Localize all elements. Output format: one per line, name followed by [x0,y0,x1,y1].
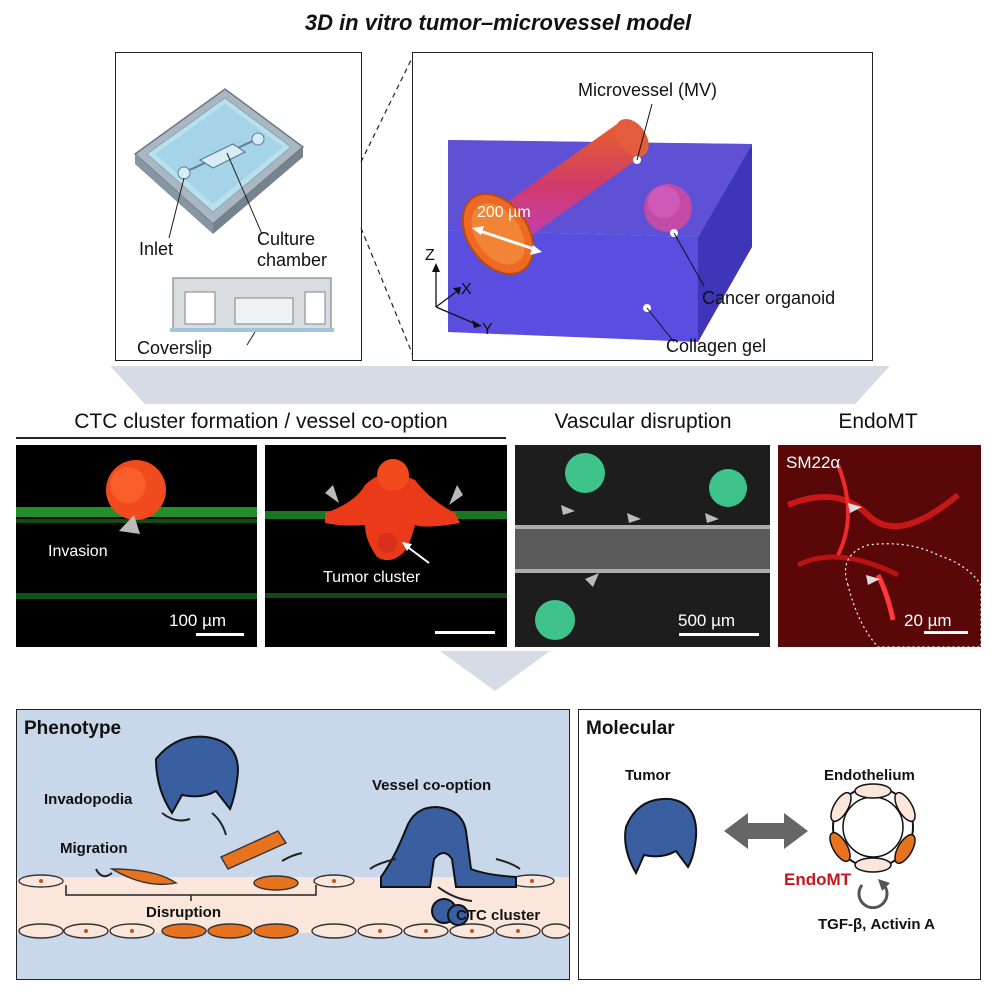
invasion-label: Invasion [48,543,108,560]
disruption-heading: Vascular disruption [554,410,732,433]
molecular-illustration [624,783,916,910]
microvessel-label: Microvessel (MV) [578,80,718,100]
phenotype-illustration [17,735,570,939]
organoid-label: Cancer organoid [702,288,836,308]
axis-z-label: Z [425,247,435,264]
factors-label: TGF-β, Activin A [818,916,935,933]
migration-label: Migration [60,840,128,857]
chamber-label: chamber [257,250,328,270]
axis-y-label: Y [482,321,493,338]
scale-bar-label-3: 500 µm [678,611,736,630]
micrograph-invasion: Invasion 100 µm [16,445,257,647]
transition-arrow-top [110,366,890,404]
disruption-label: Disruption [146,904,221,921]
culture-label: Culture [257,229,316,249]
axis-x-label: X [461,281,472,298]
gel-label: Collagen gel [666,336,767,356]
ctc-cluster-label: CTC cluster [456,907,541,924]
micrograph-co-option: Tumor cluster [265,445,507,647]
diameter-label: 200 µm [477,204,531,221]
scale-bar-label-1: 100 µm [169,611,227,630]
coverslip-label: Coverslip [137,338,213,358]
micrograph-endomt: SM22α 20 µm [778,445,981,647]
device-illustration [133,88,334,346]
transition-arrow-bottom [440,651,550,691]
stain-label: SM22α [786,453,841,472]
co-option-label: Vessel co-option [372,777,492,794]
endothelium-label: Endothelium [824,767,915,784]
endomt-heading: EndoMT [838,410,918,433]
inlet-label: Inlet [139,239,174,259]
invadopodia-label: Invadopodia [44,791,133,808]
ctc-heading: CTC cluster formation / vessel co-option [74,410,448,433]
page-title: 3D in vitro tumor–microvessel model [304,10,692,35]
molecular-title: Molecular [586,718,675,739]
ctc-heading-rule [16,437,506,439]
tumor-label: Tumor [625,767,671,784]
endomt-label: EndoMT [784,870,852,889]
scale-bar-label-4: 20 µm [904,611,952,630]
micrograph-disruption: 500 µm [515,445,770,647]
zoom-connector [360,53,415,359]
model-illustration [432,103,752,343]
phenotype-title: Phenotype [24,718,122,739]
tumor-cluster-label: Tumor cluster [323,569,421,586]
